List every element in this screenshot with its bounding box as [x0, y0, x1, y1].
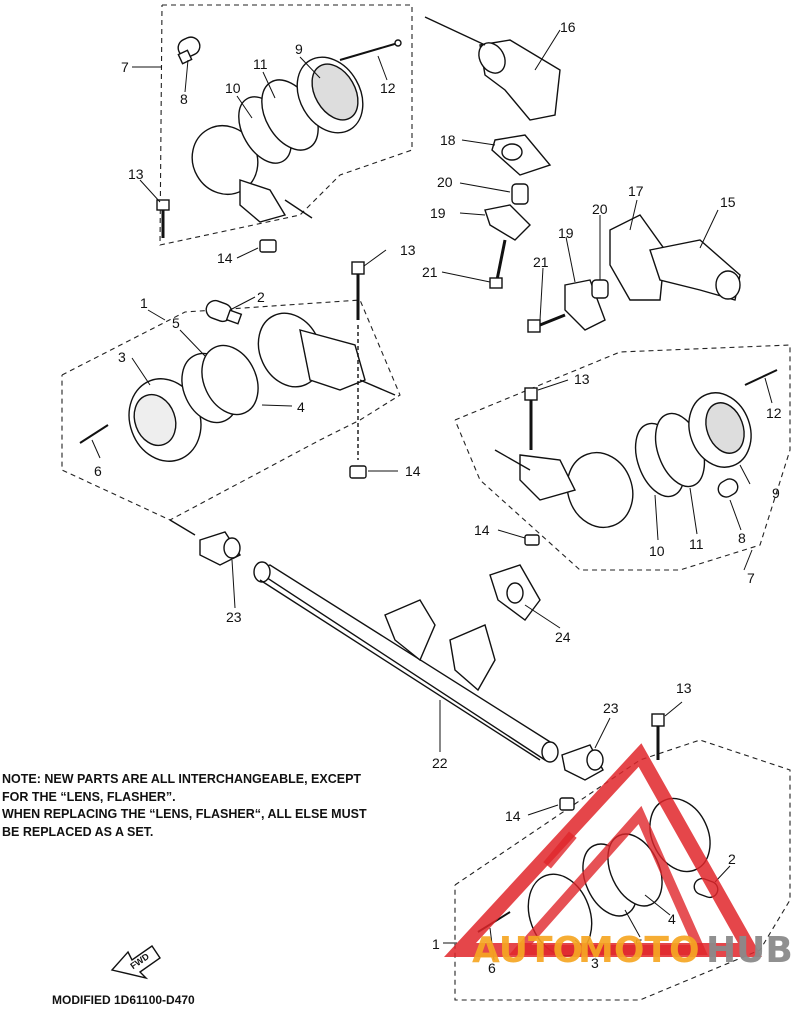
label-10: 10	[225, 80, 241, 96]
label-11: 11	[253, 56, 268, 72]
assembly-outlines	[61, 4, 791, 1001]
label-14: 14	[217, 250, 233, 266]
label-18: 18	[440, 132, 456, 148]
bulb-8	[177, 36, 201, 65]
label-10b: 10	[649, 543, 665, 559]
watermark-moto: MOTO	[578, 930, 700, 971]
label-20b: 20	[592, 201, 608, 217]
label-7b: 7	[747, 570, 755, 586]
label-13b: 13	[400, 242, 416, 258]
bracket-parts-upper-right	[424, 16, 741, 333]
watermark-logo: AUTO MOTO HUB	[444, 743, 793, 971]
label-9b: 9	[772, 485, 780, 501]
label-17: 17	[628, 183, 644, 199]
watermark-auto: AUTO	[472, 930, 583, 971]
lens-10b	[566, 451, 634, 529]
label-5: 5	[172, 315, 180, 331]
label-13c: 13	[574, 371, 590, 387]
label-1b: 1	[432, 936, 440, 952]
label-21b: 21	[533, 254, 549, 270]
label-2: 2	[257, 289, 265, 305]
label-24: 24	[555, 629, 571, 645]
label-22: 22	[432, 755, 448, 771]
label-8b: 8	[738, 530, 746, 546]
label-12: 12	[380, 80, 396, 96]
note-block: NOTE: NEW PARTS ARE ALL INTERCHANGEABLE,…	[2, 771, 432, 841]
label-4b: 4	[668, 911, 676, 927]
part-number-labels: 7 8 9 11 10 12 13 14 16 18 20 19 21 17 2…	[94, 19, 782, 976]
label-19: 19	[430, 205, 446, 221]
label-13d: 13	[676, 680, 692, 696]
label-6: 6	[94, 463, 102, 479]
label-14c: 14	[474, 522, 490, 538]
ring-5b	[201, 344, 259, 416]
label-4: 4	[297, 399, 305, 415]
fwd-arrow-icon: FWD	[110, 945, 161, 980]
watermark-hub: HUB	[706, 930, 793, 971]
label-11b: 11	[689, 536, 704, 552]
label-21: 21	[422, 264, 438, 280]
flasher-assembly-top-left	[156, 36, 402, 253]
label-19b: 19	[558, 225, 574, 241]
label-23b: 23	[603, 700, 619, 716]
label-3: 3	[118, 349, 126, 365]
cross-bar-assembly	[169, 519, 604, 781]
label-20: 20	[437, 174, 453, 190]
label-14d: 14	[505, 808, 521, 824]
note-line-2: FOR THE “LENS, FLASHER”.	[2, 789, 176, 804]
label-23: 23	[226, 609, 242, 625]
label-1: 1	[140, 295, 148, 311]
note-line-3: WHEN REPLACING THE “LENS, FLASHER“, ALL …	[2, 807, 367, 821]
label-3b: 3	[591, 955, 599, 971]
label-13: 13	[128, 166, 144, 182]
label-2b: 2	[728, 851, 736, 867]
note-line-1: NOTE: NEW PARTS ARE ALL INTERCHANGEABLE,…	[2, 772, 362, 786]
label-16: 16	[560, 19, 576, 35]
label-12b: 12	[766, 405, 782, 421]
flasher-assembly-mid-left	[79, 261, 396, 479]
label-7: 7	[121, 59, 129, 75]
label-15: 15	[720, 194, 736, 210]
label-9: 9	[295, 41, 303, 57]
label-14b: 14	[405, 463, 421, 479]
flasher-assembly-mid-right	[494, 369, 778, 546]
modified-code: MODIFIED 1D61100-D470	[52, 993, 195, 1007]
label-8: 8	[180, 91, 188, 107]
label-6b: 6	[488, 960, 496, 976]
note-line-4: BE REPLACED AS A SET.	[2, 824, 154, 839]
